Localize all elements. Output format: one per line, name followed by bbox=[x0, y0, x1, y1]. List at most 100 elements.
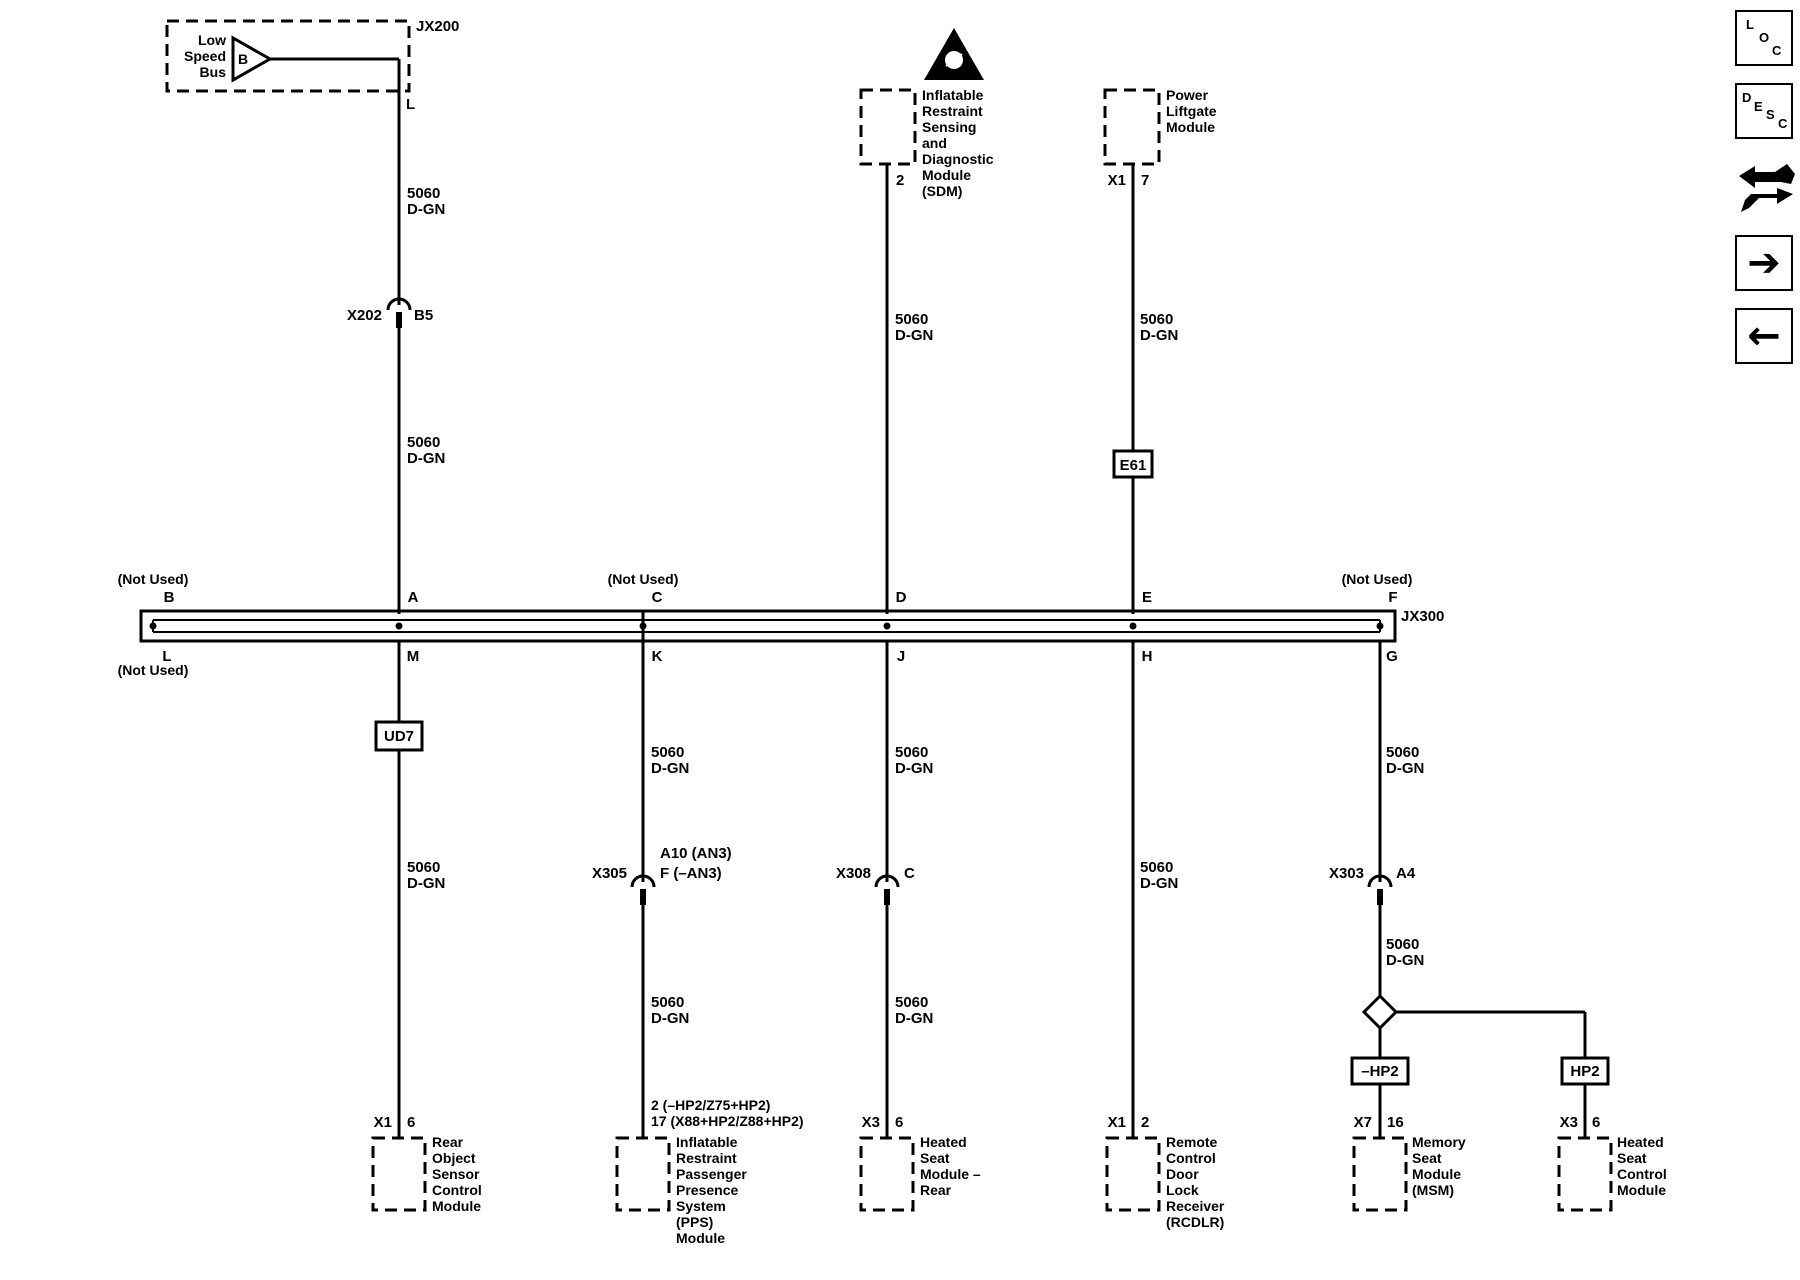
msm-label-0: Memory bbox=[1412, 1134, 1466, 1150]
location-view-button[interactable]: L O C bbox=[1735, 10, 1793, 66]
rcdlr-label-4: Receiver bbox=[1166, 1198, 1225, 1214]
heated-rear-label-2: Module – bbox=[920, 1166, 981, 1182]
hp2-label: HP2 bbox=[1570, 1063, 1599, 1080]
previous-page-button[interactable]: ← bbox=[1735, 308, 1793, 364]
not-used-l: (Not Used) bbox=[118, 662, 189, 678]
x303-name: X303 bbox=[1329, 865, 1364, 882]
pps-label-0: Inflatable bbox=[676, 1134, 738, 1150]
loc-letter-l: L bbox=[1746, 17, 1754, 32]
bus-label-3: Bus bbox=[200, 64, 227, 80]
msm-label-2: Module bbox=[1412, 1166, 1461, 1182]
e61-label: E61 bbox=[1120, 457, 1147, 474]
jx300-pin-h: H bbox=[1142, 648, 1153, 665]
x308-connector-icon bbox=[874, 874, 900, 888]
x305-pin-line1: A10 (AN3) bbox=[660, 845, 732, 862]
msm-label-3: (MSM) bbox=[1412, 1182, 1454, 1198]
heated-ctrl-label-1: Seat bbox=[1617, 1150, 1647, 1166]
x308-pin: C bbox=[904, 865, 915, 882]
liftgate-label-0: Power bbox=[1166, 87, 1209, 103]
rear-object-box bbox=[371, 1136, 427, 1212]
rear-object-label-0: Rear bbox=[432, 1134, 464, 1150]
msm-conn: X7 bbox=[1354, 1114, 1372, 1131]
rcdlr-pin: 2 bbox=[1141, 1114, 1149, 1131]
next-page-button[interactable]: ➔ bbox=[1735, 235, 1793, 291]
liftgate-label-1: Liftgate bbox=[1166, 103, 1217, 119]
wire-color: D-GN bbox=[651, 1010, 689, 1027]
wire-circuit: 5060 bbox=[407, 859, 440, 876]
x305-connector-icon bbox=[630, 874, 656, 888]
heated-rear-label-1: Seat bbox=[920, 1150, 950, 1166]
x305-name: X305 bbox=[592, 865, 627, 882]
heated-rear-conn: X3 bbox=[862, 1114, 880, 1131]
jx300-name: JX300 bbox=[1401, 608, 1444, 625]
not-used-c: (Not Used) bbox=[608, 571, 679, 587]
pps-label-4: System bbox=[676, 1198, 726, 1214]
connector-end-view-icon bbox=[1739, 164, 1795, 212]
x308-name: X308 bbox=[836, 865, 871, 882]
connector-end-view-button[interactable] bbox=[1735, 160, 1797, 220]
sdm-label-5: Module bbox=[922, 167, 971, 183]
rcdlr-label-1: Control bbox=[1166, 1150, 1216, 1166]
sdm-label-0: Inflatable bbox=[922, 87, 984, 103]
splice-diamond-icon bbox=[1361, 993, 1399, 1031]
liftgate-pin: 7 bbox=[1141, 172, 1149, 189]
sdm-label-2: Sensing bbox=[922, 119, 976, 135]
heated-rear-label-0: Heated bbox=[920, 1134, 967, 1150]
wire-circuit: 5060 bbox=[1386, 936, 1419, 953]
wire-color: D-GN bbox=[1386, 952, 1424, 969]
jx300-pin-d: D bbox=[896, 589, 907, 606]
heated-ctrl-pin: 6 bbox=[1592, 1114, 1600, 1131]
heated-ctrl-label-0: Heated bbox=[1617, 1134, 1664, 1150]
loc-letter-c: C bbox=[1772, 43, 1782, 58]
jx200-box bbox=[165, 19, 411, 93]
wire-color: D-GN bbox=[895, 327, 933, 344]
sdm-label-3: and bbox=[922, 135, 947, 151]
rear-object-conn: X1 bbox=[374, 1114, 392, 1131]
jx300-pin-b: B bbox=[164, 589, 175, 606]
liftgate-box bbox=[1103, 88, 1161, 166]
liftgate-conn: X1 bbox=[1108, 172, 1126, 189]
heated-ctrl-label-2: Control bbox=[1617, 1166, 1667, 1182]
msm-label-1: Seat bbox=[1412, 1150, 1442, 1166]
sdm-label-1: Restraint bbox=[922, 103, 983, 119]
rcdlr-label-3: Lock bbox=[1166, 1182, 1199, 1198]
sdm-label-4: Diagnostic bbox=[922, 151, 994, 167]
pps-label-5: (PPS) bbox=[676, 1214, 713, 1230]
jx300-pin-c: C bbox=[652, 589, 663, 606]
heated-seat-rear-box bbox=[859, 1136, 915, 1212]
wire-color: D-GN bbox=[1386, 760, 1424, 777]
jx200-pin: L bbox=[406, 96, 415, 113]
desc-letter-d: D bbox=[1742, 90, 1752, 105]
esd-warning-icon bbox=[924, 28, 984, 80]
rear-object-label-1: Object bbox=[432, 1150, 476, 1166]
jx300-pin-k: K bbox=[652, 648, 663, 665]
wire-circuit: 5060 bbox=[651, 744, 684, 761]
heated-ctrl-conn: X3 bbox=[1560, 1114, 1578, 1131]
rcdlr-label-2: Door bbox=[1166, 1166, 1199, 1182]
pps-label-1: Restraint bbox=[676, 1150, 737, 1166]
pps-label-3: Presence bbox=[676, 1182, 738, 1198]
msm-pin: 16 bbox=[1387, 1114, 1404, 1131]
bus-label-1: Low bbox=[198, 32, 226, 48]
jx300-pin-e: E bbox=[1142, 589, 1152, 606]
wire-color: D-GN bbox=[895, 1010, 933, 1027]
arrow-right-icon: ➔ bbox=[1747, 240, 1781, 286]
rcdlr-label-5: (RCDLR) bbox=[1166, 1214, 1224, 1230]
wire-circuit: 5060 bbox=[651, 994, 684, 1011]
wire-color: D-GN bbox=[651, 760, 689, 777]
jx300-pin-l: L bbox=[162, 648, 171, 665]
pps-label-2: Passenger bbox=[676, 1166, 747, 1182]
x303-connector-icon bbox=[1367, 874, 1393, 888]
wire-color: D-GN bbox=[1140, 327, 1178, 344]
wire-circuit: 5060 bbox=[1386, 744, 1419, 761]
x202-pin: B5 bbox=[414, 307, 433, 324]
pps-pin-line1: 2 (–HP2/Z75+HP2) bbox=[651, 1097, 770, 1113]
not-hp2-label: –HP2 bbox=[1361, 1063, 1399, 1080]
x305-pin-line2: F (–AN3) bbox=[660, 865, 722, 882]
not-used-f: (Not Used) bbox=[1342, 571, 1413, 587]
x303-pin: A4 bbox=[1396, 865, 1416, 882]
wire-color: D-GN bbox=[407, 875, 445, 892]
heated-rear-pin: 6 bbox=[895, 1114, 903, 1131]
description-view-button[interactable]: D E S C bbox=[1735, 83, 1793, 139]
